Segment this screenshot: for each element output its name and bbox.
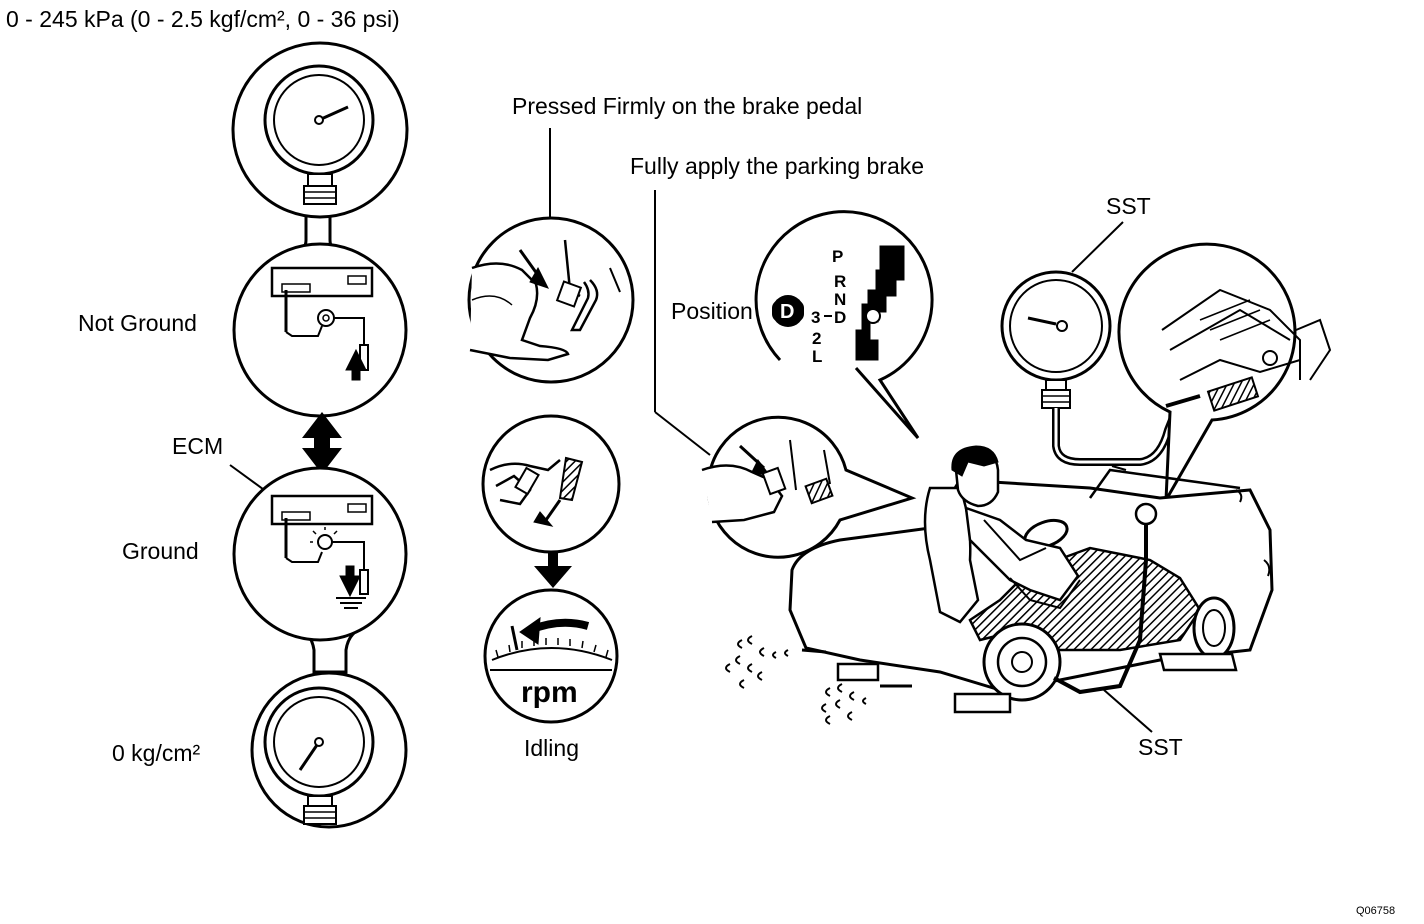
gear-2: 2 [812,329,821,348]
gear-3: 3 [811,308,820,327]
position-d-badge [772,295,804,327]
parking-brake-label: Fully apply the parking brake [630,153,925,179]
accelerator-pedal-icon [481,414,621,554]
gear-n: N [834,290,846,309]
parking-brake-icon [701,415,917,559]
gear-p: P [832,247,843,266]
ecm-not-ground-icon [232,242,408,418]
idling-label: Idling [524,735,579,761]
tachometer-unit: rpm [521,676,578,709]
gear-d: D [834,308,846,327]
sst-bottom-label: SST [1138,734,1183,760]
sst-top-label: SST [1106,193,1151,219]
position-label: Position [671,298,753,324]
position-d-letter: D [780,301,794,323]
double-arrow-icon [302,412,342,474]
ecm-ground-icon [232,466,408,642]
gear-l: L [812,347,822,366]
down-arrow-icon [534,552,572,588]
sst-bottom-leader [1103,689,1153,733]
not-ground-label: Not Ground [78,310,197,336]
sst-top-leader [1071,221,1124,273]
driver-icon [951,445,1081,610]
zero-reading-label: 0 kg/cm² [112,740,201,766]
tachometer-icon [483,588,619,724]
diagram-title: 0 - 245 kPa (0 - 2.5 kgf/cm², 0 - 36 psi… [6,6,400,32]
brake-pedal-label: Pressed Firmly on the brake pedal [512,93,863,119]
brake-pedal-icon [467,216,635,384]
exhaust-smoke-icon [725,635,867,725]
pressure-gauge-icon [231,41,409,219]
sst-gauge-icon [1000,270,1180,466]
shift-gate-icon [754,210,934,439]
ecm-label: ECM [172,433,224,459]
pressure-gauge-zero-icon [250,671,408,829]
figure-code: Q06758 [1356,905,1396,917]
parking-leader-line-2 [654,411,711,456]
gear-r: R [834,272,846,291]
engine-detail-icon [1117,242,1332,501]
ground-label: Ground [122,538,199,564]
